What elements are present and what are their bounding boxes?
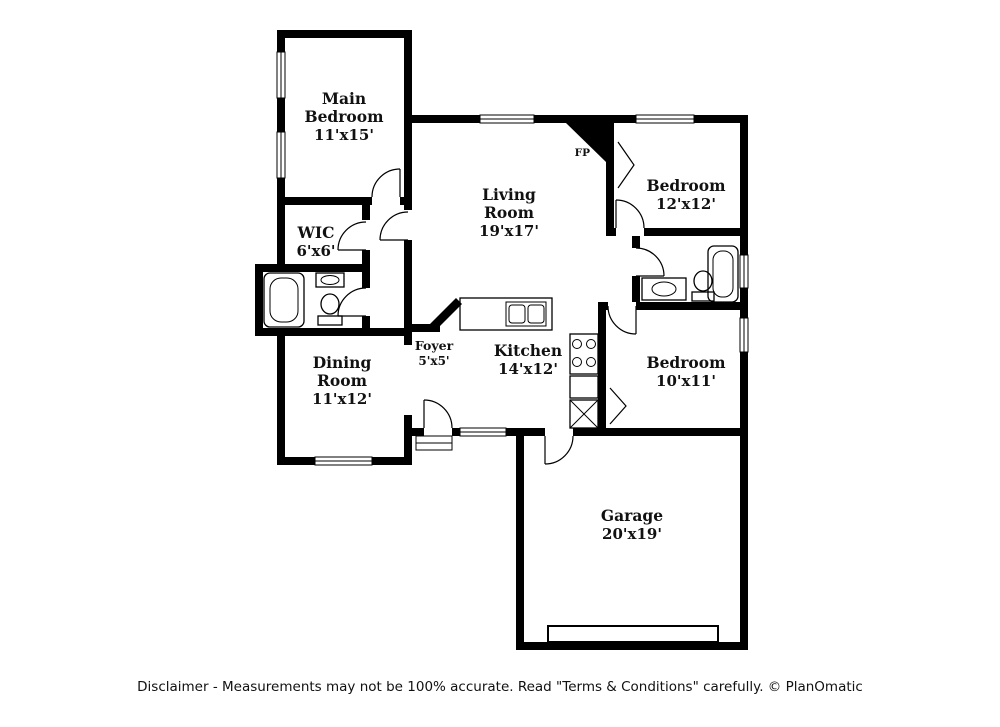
wic-dims: 6'x6' — [296, 242, 335, 260]
vanity-icon — [641, 277, 687, 301]
window-dining-room — [314, 456, 373, 466]
windows — [276, 51, 749, 466]
kitchen-fixtures — [459, 297, 599, 429]
door-bedroom-upper — [615, 199, 645, 229]
toilet-icon — [691, 270, 715, 302]
window-bedroom-upper — [635, 114, 695, 124]
foyer-label: Foyer — [415, 338, 454, 353]
living-room-label: Living — [482, 185, 536, 204]
disclaimer-text: Disclaimer - Measurements may not be 100… — [137, 679, 863, 695]
door-bath-right — [635, 247, 665, 277]
living-room-dims: 19'x17' — [479, 222, 539, 240]
fireplace — [566, 123, 606, 162]
window-bath-right — [739, 254, 749, 289]
wic-label: WIC — [297, 223, 335, 242]
dining-room-dims: 11'x12' — [312, 390, 372, 408]
bedroom-lower-label: Bedroom — [646, 353, 726, 372]
door-front-entry — [423, 399, 453, 429]
window-kitchen — [459, 427, 507, 437]
door-garage — [544, 435, 574, 465]
kitchen-label: Kitchen — [494, 341, 562, 360]
fireplace-label: FP — [575, 147, 590, 159]
closet-bifold-bedroom-lower — [609, 387, 627, 425]
door-main-bedroom — [371, 168, 401, 198]
main-bedroom-dims: 11'x15' — [314, 126, 374, 144]
window-bedroom-lower — [739, 317, 749, 353]
bedroom-upper-label: Bedroom — [646, 176, 726, 195]
living-room-label-2: Room — [484, 203, 535, 222]
garage-label: Garage — [601, 506, 663, 525]
window-main-bedroom-2 — [276, 131, 286, 179]
entry-stoop — [415, 435, 453, 451]
window-living-room — [479, 114, 535, 124]
bathtub-icon — [263, 272, 305, 328]
door-bath-left — [337, 287, 367, 317]
bathroom-left-fixtures — [263, 272, 345, 328]
kitchen-sink-icon — [505, 301, 547, 327]
stove-icon — [569, 333, 599, 375]
window-main-bedroom-1 — [276, 51, 286, 99]
sink-icon — [315, 272, 345, 288]
dining-room-label: Dining — [313, 353, 372, 372]
dishwasher-icon — [569, 375, 599, 399]
door-wic — [337, 221, 367, 251]
garage-dims: 20'x19' — [602, 525, 662, 543]
kitchen-dims: 14'x12' — [498, 360, 558, 378]
toilet-icon — [317, 293, 343, 326]
foyer-dims: 5'x5' — [418, 354, 449, 368]
garage-door — [547, 625, 719, 643]
door-hallway — [379, 211, 409, 241]
bathroom-right-fixtures — [641, 245, 739, 303]
main-bedroom-label: Main — [322, 89, 366, 108]
bathtub-icon — [707, 245, 739, 303]
dining-room-label-2: Room — [317, 371, 368, 390]
closet-bifold-bedroom-upper — [617, 141, 635, 189]
room-labels: Main Bedroom 11'x15' WIC 6'x6' Living Ro… — [296, 89, 726, 543]
bedroom-upper-dims: 12'x12' — [656, 195, 716, 213]
doors — [337, 141, 665, 465]
bedroom-lower-dims: 10'x11' — [656, 372, 716, 390]
water-heater-icon — [569, 399, 599, 429]
door-bedroom-lower — [607, 305, 637, 335]
kitchen-counter — [459, 297, 553, 331]
main-bedroom-label-2: Bedroom — [304, 107, 384, 126]
